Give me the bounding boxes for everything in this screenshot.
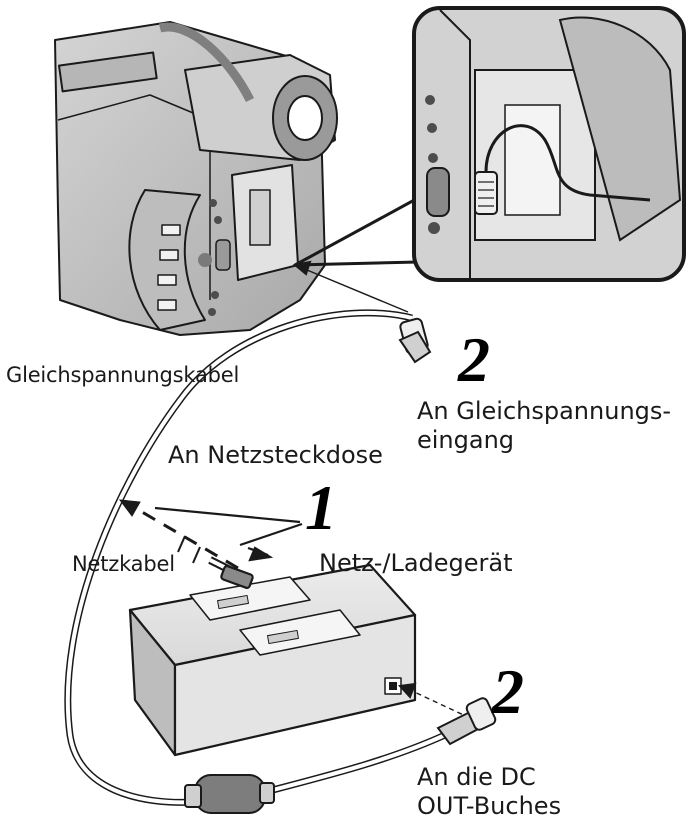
mains-outlet-label: An Netzsteckdose (168, 441, 383, 469)
dc-plug-charger (397, 682, 497, 746)
ac-adapter-charger (128, 563, 417, 757)
dc-out-label-line1: An die DC (417, 763, 536, 791)
connector-detail-inset (294, 6, 686, 282)
step-1-leaders (154, 506, 303, 562)
power-cord-label: Netzkabel (72, 552, 175, 576)
camcorder (54, 21, 338, 336)
ac-adapter-label: Netz-/Ladegerät (319, 549, 513, 577)
dc-cable (64, 309, 447, 806)
step-1-number: 1 (305, 472, 337, 543)
dc-input-label-line1: An Gleichspannungs- (417, 397, 672, 425)
dc-cable-label: Gleichspannungskabel (6, 363, 240, 387)
dc-plug-camera (292, 260, 432, 364)
dc-out-label-line2: OUT-Buches (417, 792, 562, 820)
dc-input-label-line2: eingang (417, 426, 515, 454)
ferrite-core (184, 774, 275, 814)
step-2-number-bottom: 2 (492, 656, 524, 727)
step-2-number-top: 2 (458, 324, 490, 395)
